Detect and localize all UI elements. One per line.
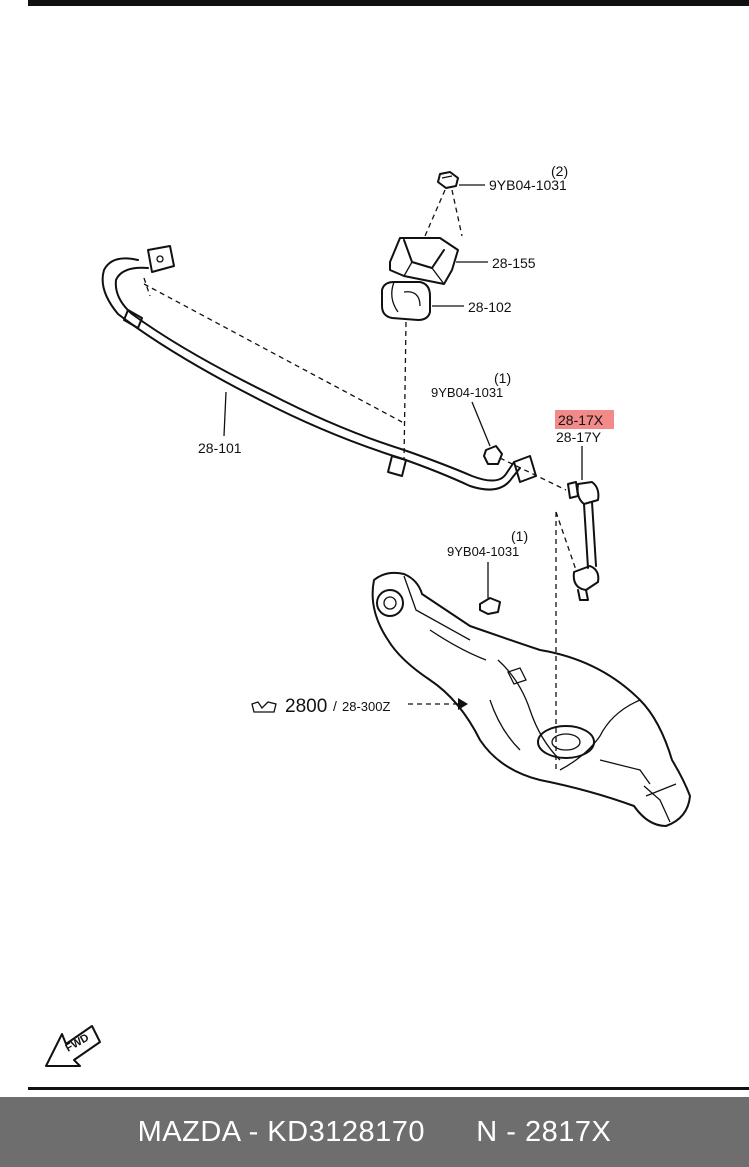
reference-book-icon	[251, 701, 277, 713]
leader-stabilizer-bar	[223, 391, 227, 437]
bottom-border	[28, 1087, 749, 1090]
dash-left-end	[143, 277, 151, 297]
label-nut-low-qty: (1)	[511, 528, 528, 544]
lower-nut-icon	[479, 597, 501, 615]
dash-nut-to-bracket	[424, 189, 463, 237]
label-nut-mid-code: 9YB04-1031	[431, 385, 503, 400]
label-link-left: 28-17X	[558, 412, 604, 428]
label-nut-low-code: 9YB04-1031	[447, 544, 519, 559]
stabilizer-bar-icon	[101, 245, 537, 491]
footer-bar: MAZDA - KD3128170 N - 2817X	[0, 1097, 749, 1167]
label-nut-top-qty: (2)	[551, 163, 568, 179]
arrow-arm-ref-icon	[458, 698, 468, 710]
dash-bar-centerline	[143, 283, 403, 423]
label-stabilizer-bar: 28-101	[198, 440, 242, 456]
dash-nut-to-link	[499, 457, 567, 491]
top-nut-icon	[437, 171, 459, 189]
top-border	[28, 0, 749, 6]
label-nut-top-code: 9YB04-1031	[489, 177, 567, 193]
label-arm-ref-main: 2800	[285, 696, 327, 717]
dash-bushing-to-bar	[403, 321, 407, 461]
mid-nut-icon	[483, 445, 503, 465]
label-arm-ref-sub: 28-300Z	[342, 699, 390, 714]
bracket-icon	[389, 237, 459, 285]
stabilizer-link-icon	[567, 481, 600, 601]
label-nut-mid-qty: (1)	[494, 370, 511, 386]
lower-control-arm-icon	[371, 571, 691, 827]
leader-nut-mid	[471, 401, 491, 447]
footer-text: MAZDA - KD3128170 N - 2817X	[137, 1115, 612, 1148]
highlight-box	[555, 410, 614, 429]
label-arm-ref-slash: /	[333, 698, 337, 714]
label-bushing: 28-102	[468, 299, 512, 315]
label-bracket: 28-155	[492, 255, 536, 271]
parts-diagram: 9YB04-1031 (2) 28-155 28-102 28-101 (1) …	[45, 163, 691, 1067]
label-link-right: 28-17Y	[556, 429, 602, 445]
bushing-icon	[381, 281, 431, 321]
dash-link-arm	[555, 511, 577, 571]
fwd-arrow-icon: FWD	[45, 1025, 101, 1067]
